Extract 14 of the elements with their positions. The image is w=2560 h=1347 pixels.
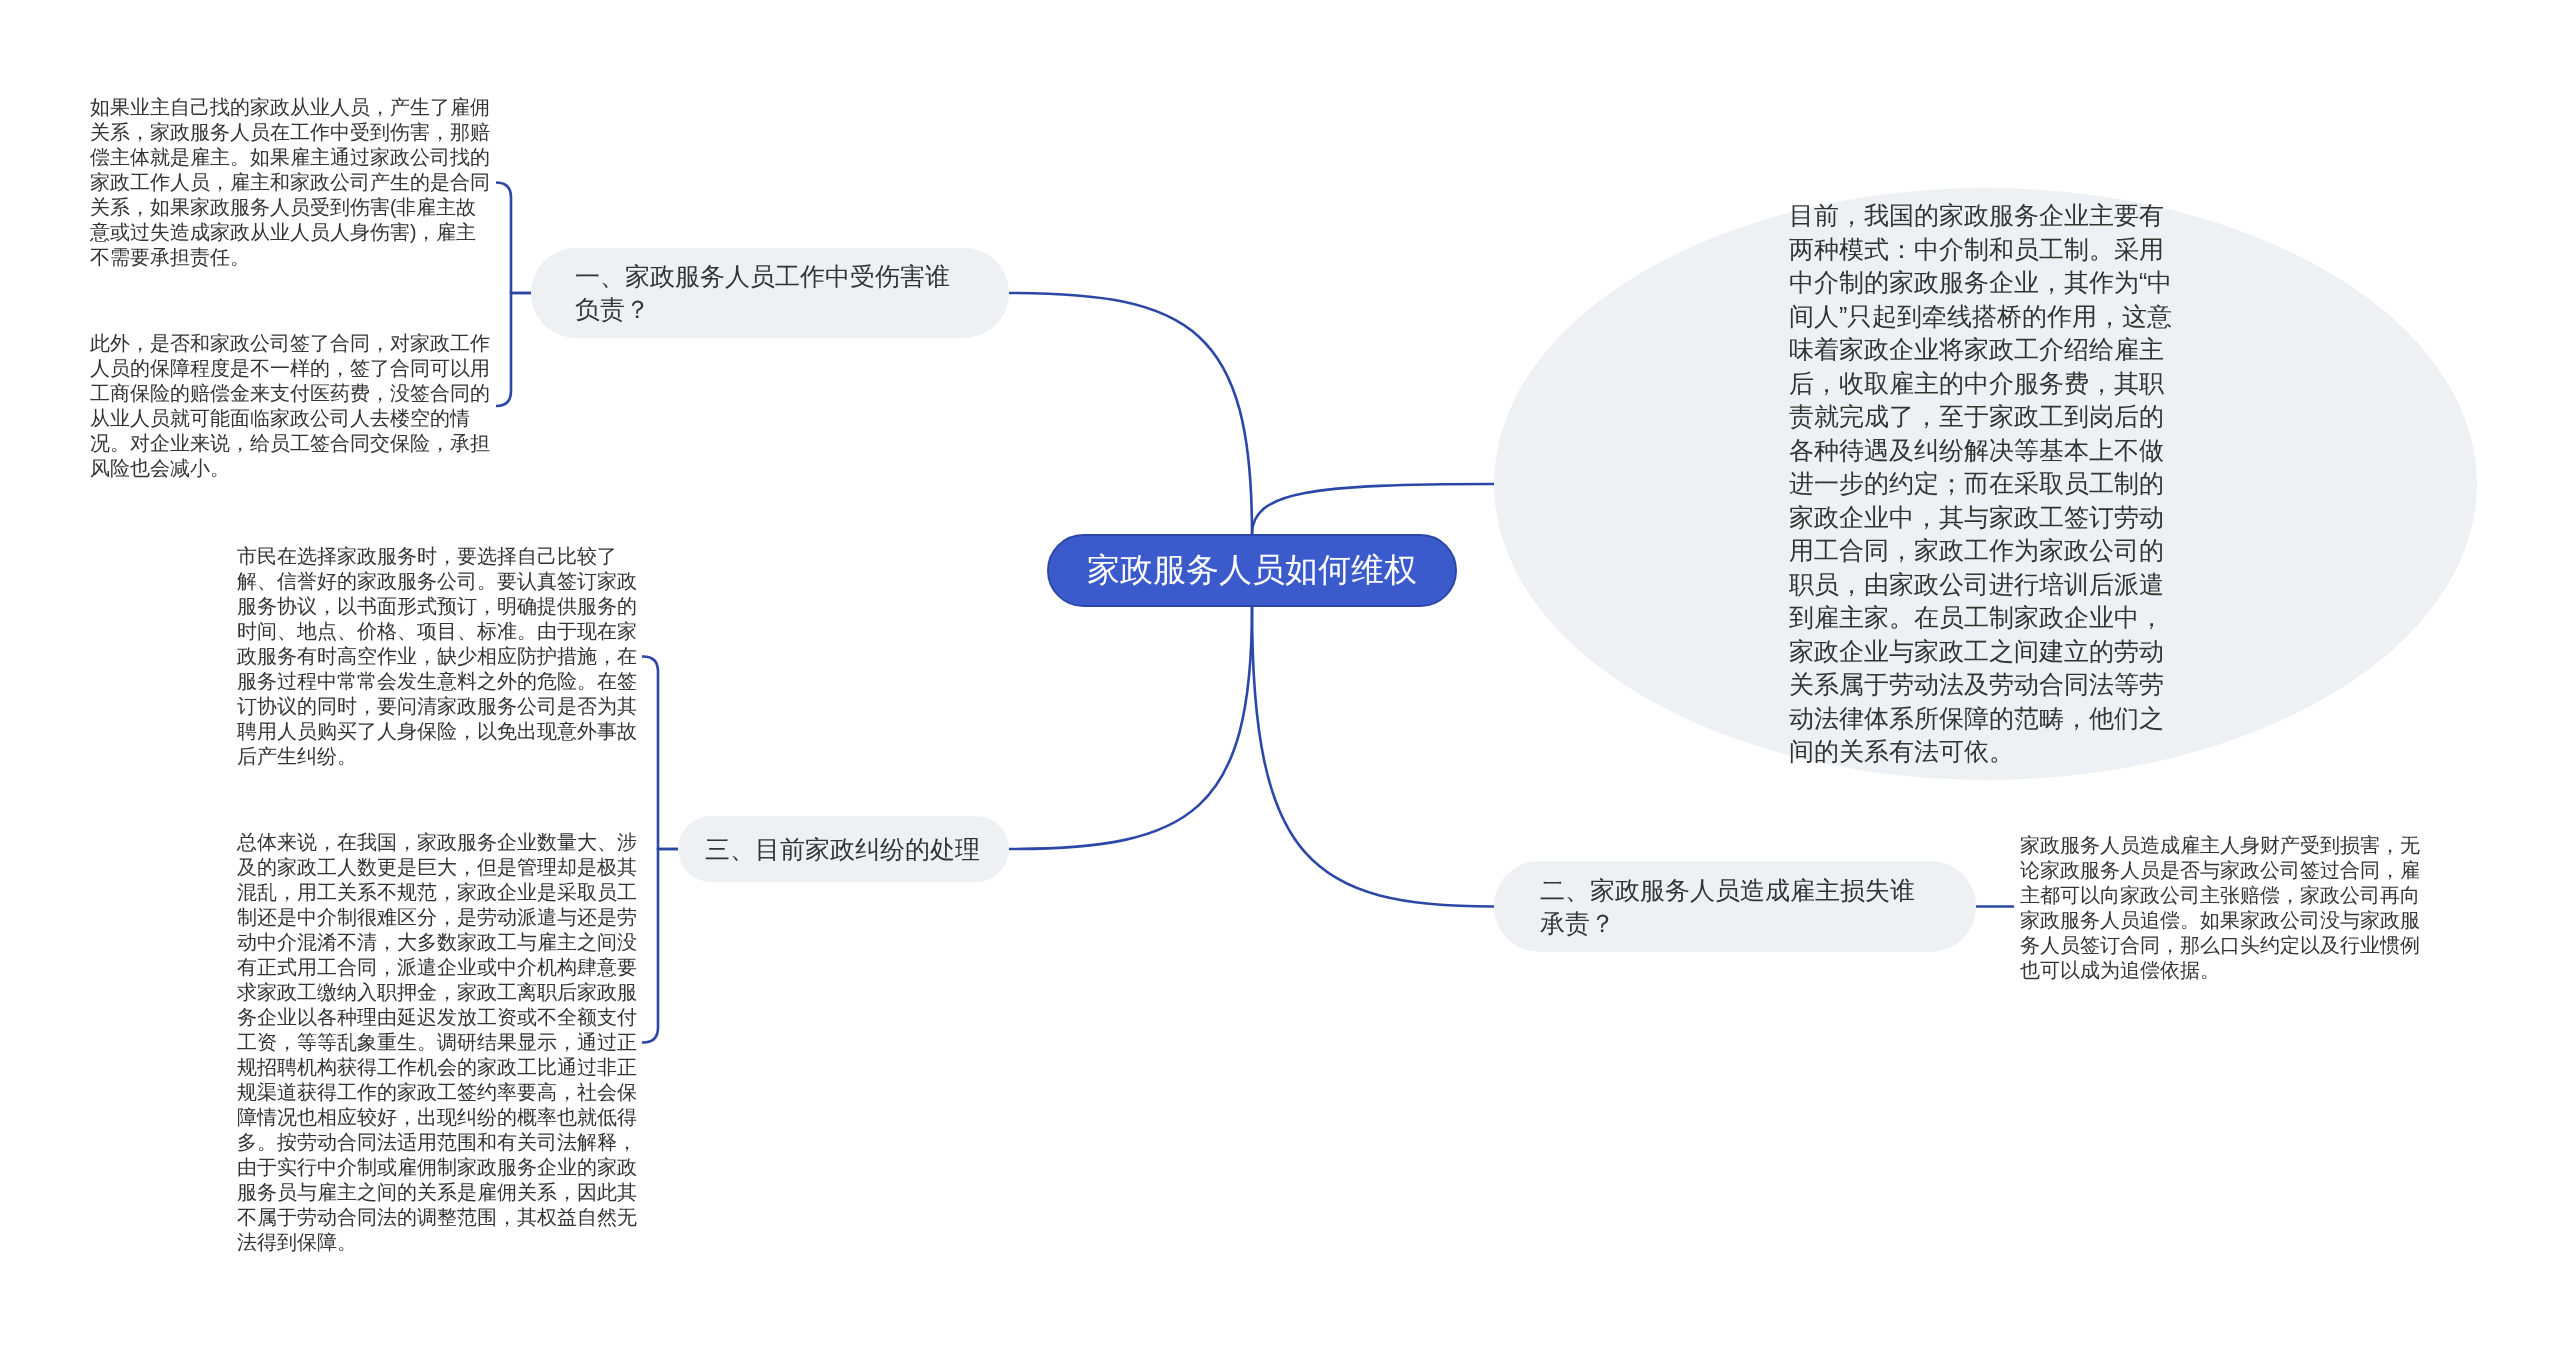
bracket-line: [494, 291, 531, 408]
paragraph: 此外，是否和家政公司签了合同，对家政工作人员的保障程度是不一样的，签了合同可以用工商保险的赔偿金来支付医药费，没签合同的从业人员就可能面临家政公司人去楼空的情况。对企业来说，给员工签合同交保险，承担风险也会减小。: [90, 331, 496, 481]
paragraph: 如果业主自己找的家政从业人员，产生了雇佣关系，家政服务人员在工作中受到伤害，那赔偿主体就是雇主。如果雇主通过家政公司找的家政工作人员，雇主和家政公司产生的是合同关系，如果家政服务人员受到伤害(非雇主故意或过失造成家政从业人员人身伤害)，雇主不需要承担责任。: [90, 95, 496, 270]
paragraph: 总体来说，在我国，家政服务企业数量大、涉及的家政工人数更是巨大，但是管理却是极其混乱，用工关系不规范，家政企业是采取员工制还是中介制很难区分，是劳动派遣与还是劳动中介混淆不清，大多数家政工与雇主之间没有正式用工合同，派遣企业或中介机构肆意要求家政工缴纳入职押金，家政工离职后家政服务企业以各种理由延迟发放工资或不全额支付工资，等等乱象重生。调研结果显示，通过正规招聘机构获得工作机会的家政工比通过非正规渠道获得工作的家政工签约率要高，社会保障情况也相应较好，出现纠纷的概率也就低得多。按劳动合同法适用范围和有关司法解释，由于实行中介制或雇佣制家政服务企业的家政服务员与雇主之间的关系是雇佣关系，因此其不属于劳动合同法的调整范围，其权益自然无法得到保障。: [237, 830, 642, 1255]
connector-line: [1250, 482, 1494, 535]
connector-line: [1976, 905, 2014, 908]
connector-line: [1250, 606, 1495, 908]
topic-box: 家政服务人员如何维权: [1047, 534, 1457, 607]
ellipse-bubble: 目前，我国的家政服务企业主要有两种模式：中介制和员工制。采用中介制的家政服务企业，其作为“中间人”只起到牵线搭桥的作用，这意味着家政企业将家政工介绍给雇主后，收取雇主的中介服务费，其职责就完成了，至于家政工到岗后的各种待遇及纠纷解决等基本上不做进一步的约定；而在采取员工制的家政企业中，其与家政工签订劳动用工合同，家政工作为家政公司的职员，由家政公司进行培训后派遣到雇主家。在员工制家政企业中，家政企业与家政工之间建立的劳动关系属于劳动法及劳动合同法等劳动法律体系所保障的范畴，他们之间的关系有法可依。: [1494, 188, 2477, 780]
subtopic-box: 一、家政服务人员工作中受伤害谁负责？: [531, 248, 1009, 338]
paragraph: 家政服务人员造成雇主人身财产受到损害，无论家政服务人员是否与家政公司签过合同，雇主都可以向家政公司主张赔偿，家政公司再向家政服务人员追偿。如果家政公司没与家政服务人员签订合同，那么口头约定以及行业惯例也可以成为追偿依据。: [2014, 833, 2420, 983]
subtopic-box: 三、目前家政纠纷的处理: [678, 816, 1009, 882]
paragraph: 市民在选择家政服务时，要选择自己比较了解、信誉好的家政服务公司。要认真签订家政服务协议，以书面形式预订，明确提供服务的时间、地点、价格、项目、标准。由于现在家政服务有时高空作业，缺少相应防护措施，在服务过程中常常会发生意料之外的危险。在签订协议的同时，要问清家政服务公司是否为其聘用人员购买了人身保险，以免出现意外事故后产生纠纷。: [237, 544, 642, 769]
subtopic-box: 二、家政服务人员造成雇主损失谁承责？: [1494, 861, 1976, 952]
